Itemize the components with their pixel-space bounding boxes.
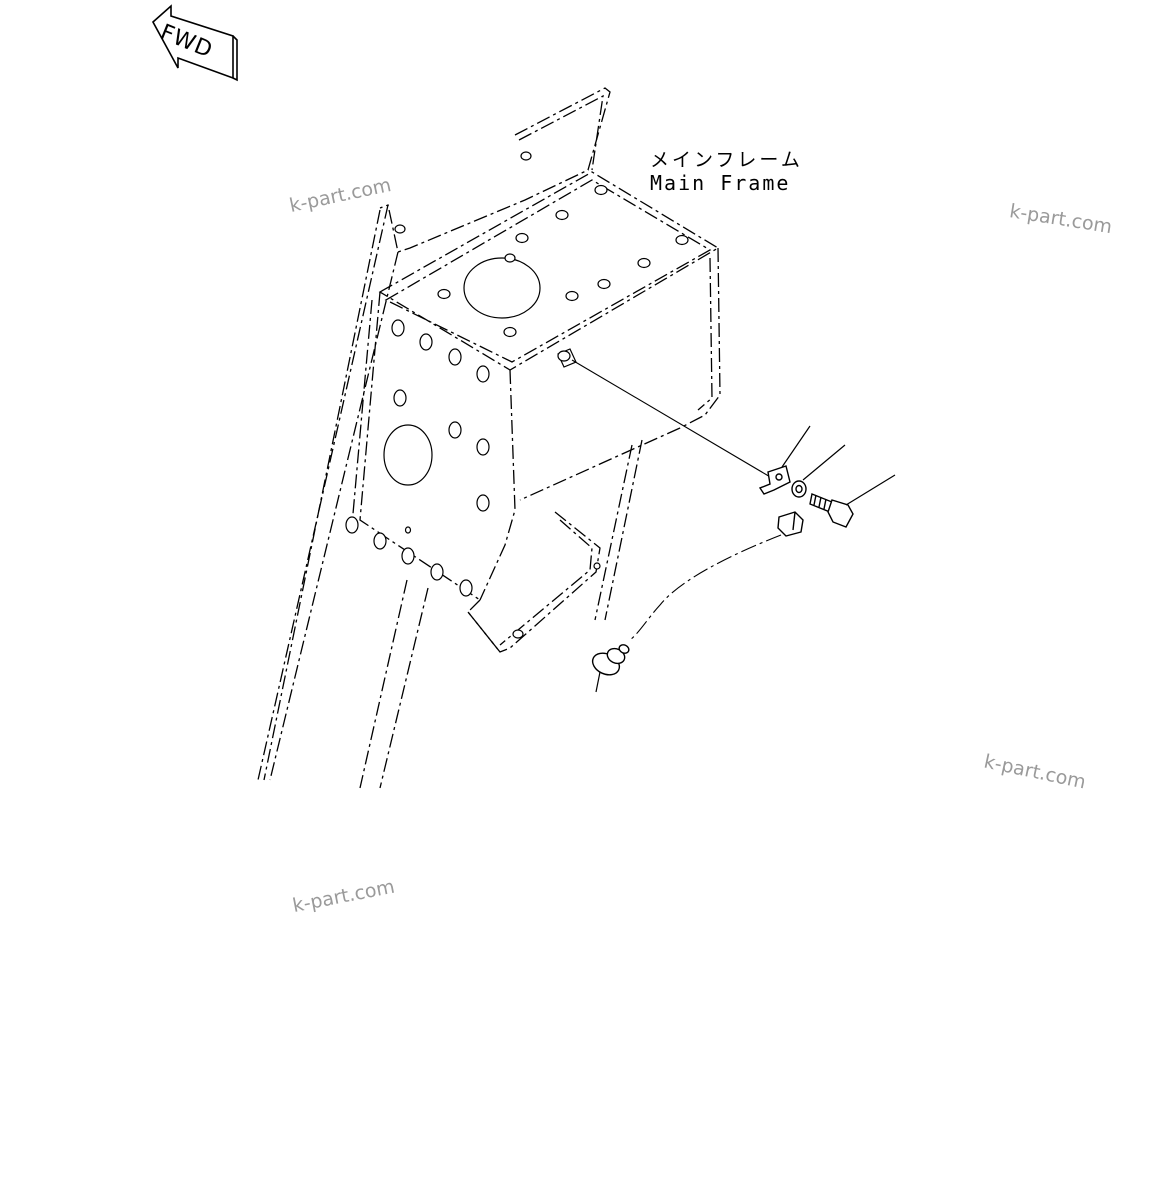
harness-wire — [629, 534, 782, 641]
fwd-arrow-icon — [151, 4, 238, 82]
main-frame-label-en: Main Frame — [650, 171, 791, 195]
grommet-icon — [591, 644, 630, 676]
bolt-icon — [809, 493, 854, 528]
top-face-holes — [394, 151, 689, 338]
ground-terminal-icon — [758, 465, 791, 495]
side-face-holes — [345, 319, 601, 639]
leader-line — [571, 359, 773, 479]
mount-boss — [557, 348, 577, 368]
main-frame-outline — [257, 87, 721, 789]
connector-icon — [777, 511, 804, 537]
main-frame-label-ja: メインフレーム — [650, 149, 803, 171]
washer-icon — [791, 480, 807, 498]
